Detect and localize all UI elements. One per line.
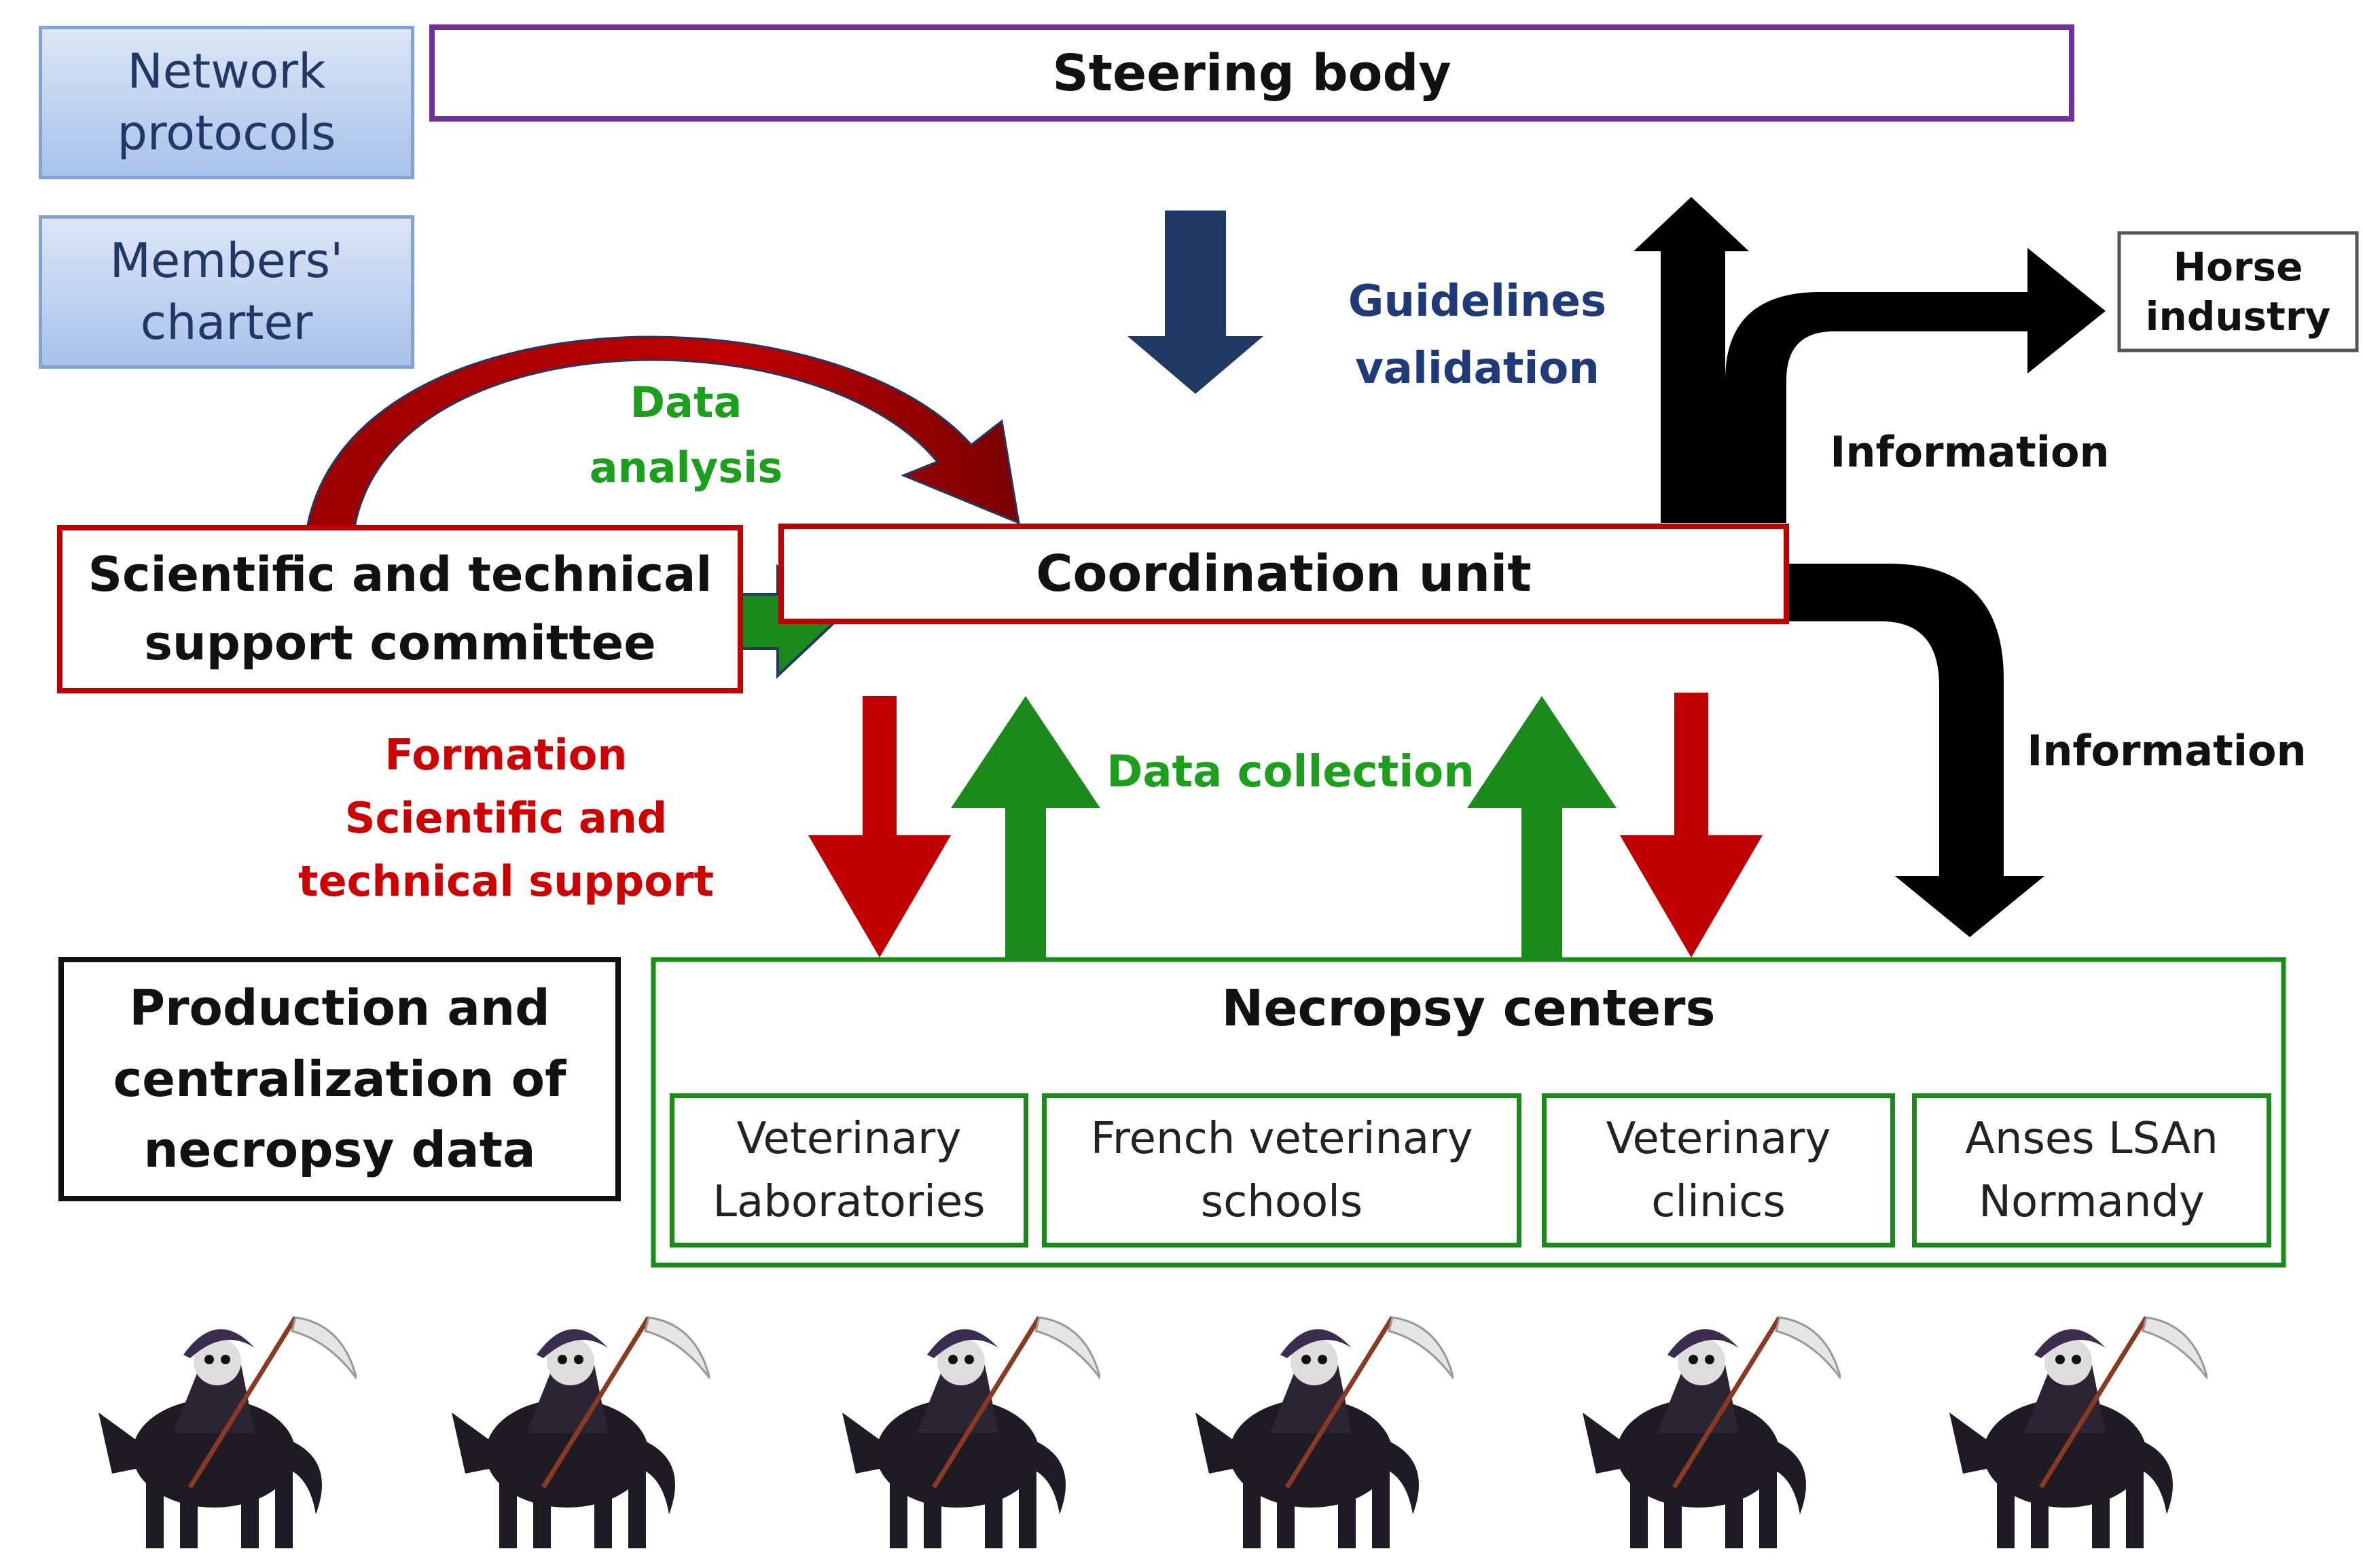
data-analysis-line-1: Data <box>630 378 742 427</box>
member-veterinary-clinics-line-1: Veterinary <box>1606 1113 1831 1164</box>
member-veterinary-clinics-line-2: clinics <box>1651 1176 1786 1227</box>
formation-arrow-right <box>1620 693 1763 958</box>
necropsy-centers-title: Necropsy centers <box>656 964 2281 1053</box>
production-label: Production and centralization of necrops… <box>64 962 615 1196</box>
coordination-unit-frame <box>778 524 1789 624</box>
information-right-text: Information <box>2027 726 2307 776</box>
formation-arrow-left <box>808 696 951 958</box>
data-analysis-label: Data analysis <box>557 370 815 500</box>
steering-body-label: Steering body <box>435 30 2069 116</box>
member-french-veterinary-schools-line-1: French veterinary <box>1090 1113 1473 1164</box>
scientific-committee-line-2: support committee <box>144 615 656 671</box>
guidelines-arrow <box>1128 211 1263 394</box>
data-collection-arrow-left <box>951 696 1100 958</box>
data-analysis-line-2: analysis <box>589 443 783 493</box>
production-line-2: centralization of <box>113 1050 566 1108</box>
formation-line-2: Scientific and <box>344 793 668 843</box>
information-necropsy-arrow <box>1786 564 2044 937</box>
formation-line-1: Formation <box>384 730 628 780</box>
guidelines-line-1: Guidelines <box>1348 276 1607 327</box>
guidelines-validation-label: Guidelines validation <box>1291 268 1664 403</box>
data-collection-arrow-right <box>1467 696 1617 958</box>
data-collection-text: Data collection <box>1106 747 1475 797</box>
grim-reaper-on-horse-icon <box>1949 1316 2207 1548</box>
members-charter-line-1: Members' <box>109 233 344 289</box>
steering-body-frame <box>429 24 2074 122</box>
steering-body-text: Steering body <box>1052 43 1451 103</box>
necropsy-centers-text: Necropsy centers <box>1221 979 1716 1038</box>
coordination-unit-text: Coordination unit <box>1036 545 1532 603</box>
horse-industry-line-1: Horse <box>2173 244 2303 290</box>
information-horse-industry-arrow <box>1725 248 2106 523</box>
data-analysis-arrow <box>304 335 1020 538</box>
member-veterinary-laboratories-line-1: Veterinary <box>736 1113 962 1164</box>
committee-frame <box>57 525 743 693</box>
network-protocols-line-2: protocols <box>117 105 336 161</box>
member-anses-lsan-normandy-line-1: Anses LSAn <box>1965 1113 2218 1164</box>
grim-reaper-on-horse-icon <box>1583 1316 1841 1548</box>
grim-reaper-on-horse-icon <box>842 1316 1100 1548</box>
horse-industry-frame <box>2117 231 2359 352</box>
information-label-top: Information <box>1800 420 2140 485</box>
members-charter-box: Members' charter <box>39 215 414 369</box>
member-french-veterinary-schools: French veterinary schools <box>1042 1093 1521 1247</box>
formation-label: Formation Scientific and technical suppo… <box>278 723 734 913</box>
network-protocols-box: Network protocols <box>39 26 414 179</box>
information-top-text: Information <box>1830 427 2110 477</box>
guidelines-line-2: validation <box>1355 344 1600 395</box>
horse-industry-label: Horse industry <box>2121 235 2355 348</box>
grim-reaper-on-horse-icon <box>1195 1316 1454 1548</box>
production-line-3: necropsy data <box>143 1121 536 1179</box>
member-anses-lsan-normandy-line-2: Normandy <box>1979 1176 2205 1227</box>
production-line-1: Production and <box>129 979 550 1037</box>
information-label-right: Information <box>2004 718 2330 784</box>
member-veterinary-laboratories-line-2: Laboratories <box>712 1176 986 1227</box>
formation-line-3: technical support <box>297 856 714 906</box>
grim-reaper-on-horse-icon <box>98 1316 357 1548</box>
member-french-veterinary-schools-line-2: schools <box>1200 1176 1363 1227</box>
scientific-committee-label: Scientific and technical support committ… <box>62 530 738 688</box>
member-anses-lsan-normandy: Anses LSAn Normandy <box>1912 1093 2271 1247</box>
member-veterinary-laboratories: Veterinary Laboratories <box>670 1093 1028 1247</box>
coordination-unit-label: Coordination unit <box>784 529 1784 619</box>
scientific-committee-line-1: Scientific and technical <box>88 546 712 602</box>
grim-reaper-on-horse-icon <box>452 1316 710 1548</box>
member-veterinary-clinics: Veterinary clinics <box>1542 1093 1895 1247</box>
members-charter-line-2: charter <box>140 295 313 350</box>
horse-industry-line-2: industry <box>2145 293 2331 340</box>
network-protocols-line-1: Network <box>127 43 326 99</box>
data-collection-label: Data collection <box>1100 739 1481 806</box>
production-frame <box>58 957 621 1201</box>
information-up-arrow <box>1634 197 1749 523</box>
